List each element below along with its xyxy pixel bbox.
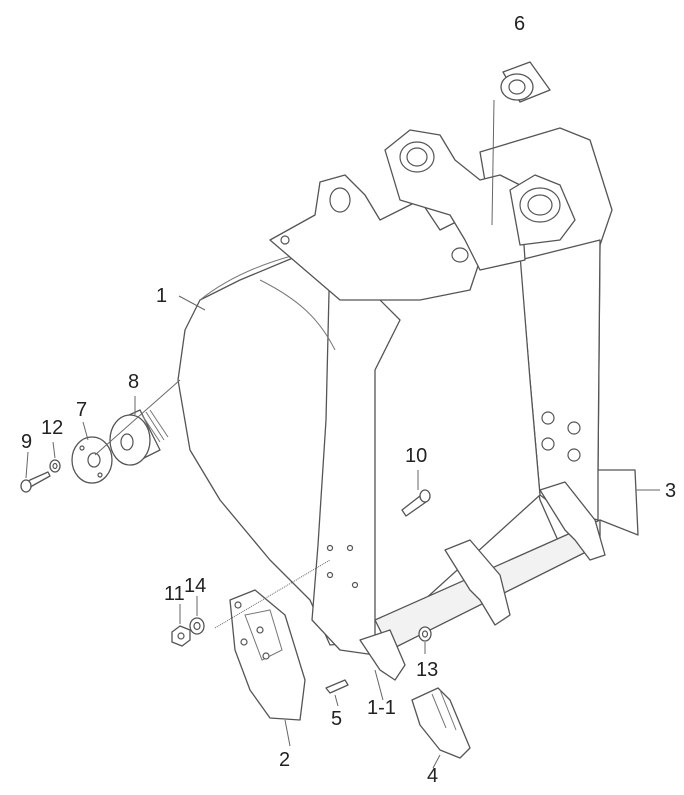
washer-part-13 (418, 626, 432, 642)
callout-1: 1 (156, 285, 167, 307)
washer-plate-part (71, 436, 113, 484)
callout-10: 10 (405, 445, 427, 467)
callout-2: 2 (279, 749, 290, 771)
callout-1-1: 1-1 (367, 697, 396, 719)
bucket-body (177, 127, 639, 681)
washer-part-14 (189, 617, 205, 635)
callout-12: 12 (41, 417, 63, 439)
callout-14: 14 (184, 575, 206, 597)
small-washer-part (49, 459, 61, 473)
callout-7: 7 (76, 399, 87, 421)
threaded-boss-part (109, 409, 169, 466)
bolt-part-10 (401, 489, 431, 517)
callout-5: 5 (331, 708, 342, 730)
callout-9: 9 (21, 431, 32, 453)
callout-11: 11 (164, 583, 185, 605)
callout-3: 3 (665, 480, 676, 502)
pin-part (325, 679, 349, 694)
leader-lines (25, 99, 660, 769)
callout-6: 6 (514, 13, 525, 35)
callout-4: 4 (427, 765, 438, 787)
callout-labels: 1 1-1 2 3 4 5 6 7 8 9 10 11 12 13 14 (21, 13, 676, 787)
callout-8: 8 (128, 371, 139, 393)
callout-13: 13 (416, 659, 438, 681)
bushing-part (500, 61, 551, 103)
tooth-part (411, 687, 471, 759)
nut-part (171, 625, 191, 647)
bolt-part-9 (20, 471, 51, 493)
side-cutter-part (229, 589, 306, 721)
